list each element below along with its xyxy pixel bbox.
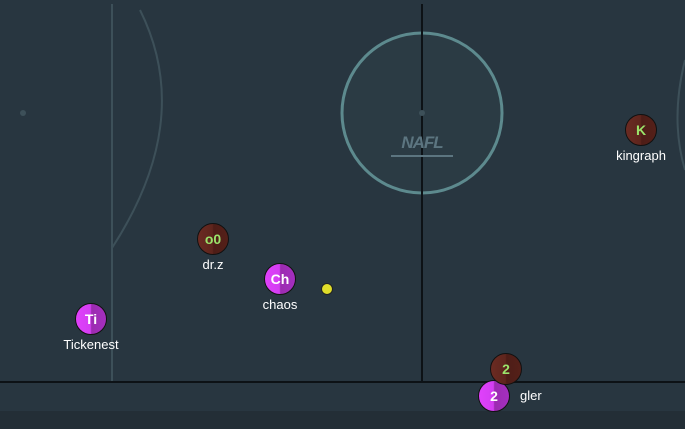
right-crease-arc xyxy=(676,59,685,171)
player-token[interactable]: Ti xyxy=(75,303,107,335)
player-token[interactable]: K xyxy=(625,114,657,146)
left-faceoff-dot xyxy=(20,110,26,116)
bottom-strip xyxy=(0,411,685,429)
player-name: kingraph xyxy=(616,148,666,163)
player-token[interactable]: o0 xyxy=(197,223,229,255)
player-name: gler xyxy=(520,388,542,403)
player-name: chaos xyxy=(262,297,298,312)
player-name: Tickenest xyxy=(63,337,119,352)
player-token[interactable]: 2 xyxy=(478,380,510,412)
league-logo: NAFL xyxy=(391,131,453,157)
player-token[interactable]: Ch xyxy=(264,263,296,295)
player-chaos[interactable]: Ch chaos xyxy=(263,263,297,312)
player-purple-2[interactable]: 2 gler xyxy=(478,380,542,412)
player-kingraph[interactable]: K kingraph xyxy=(616,114,666,163)
player-tickenest[interactable]: Ti Tickenest xyxy=(63,303,119,352)
left-crease-arc xyxy=(111,9,163,249)
player-name: dr.z xyxy=(202,257,224,272)
player-drz[interactable]: o0 dr.z xyxy=(197,223,229,272)
ball[interactable] xyxy=(321,283,333,295)
center-dot xyxy=(419,110,425,116)
player-red-2[interactable]: 2 xyxy=(490,353,522,385)
player-token[interactable]: 2 xyxy=(490,353,522,385)
